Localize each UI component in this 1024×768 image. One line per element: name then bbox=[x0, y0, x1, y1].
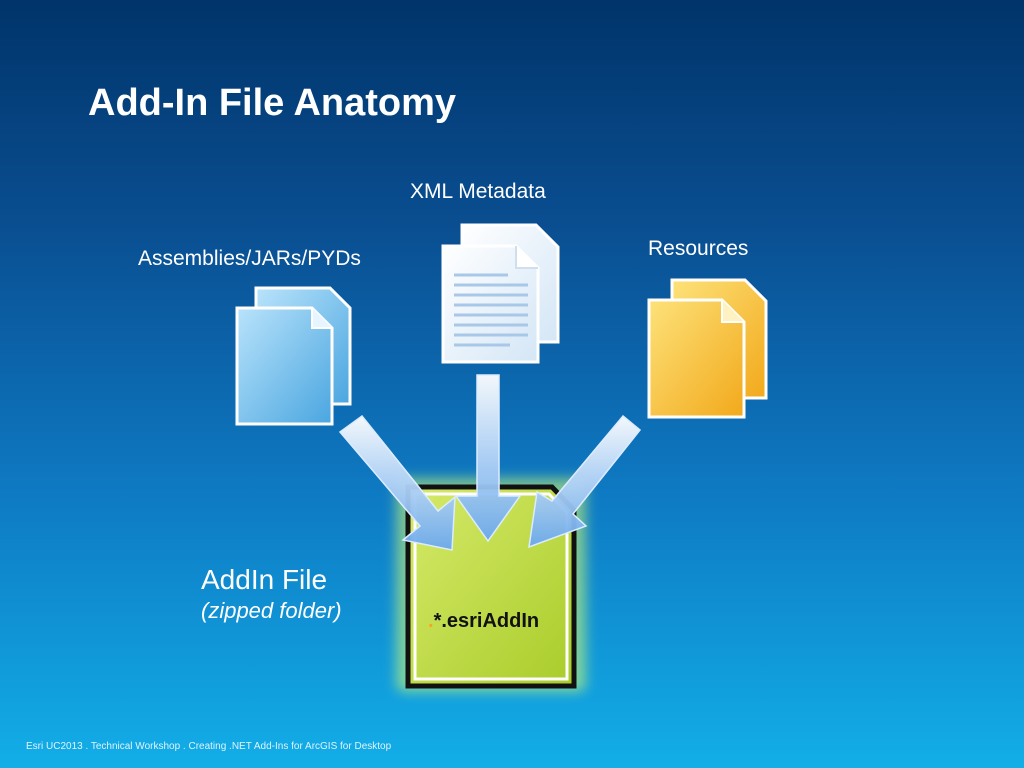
arrow-from-resources bbox=[528, 414, 642, 549]
resources-label: Resources bbox=[648, 237, 749, 260]
addin-file-caption: AddIn File (zipped folder) bbox=[201, 564, 342, 624]
slide-footer: Esri UC2013 . Technical Workshop . Creat… bbox=[26, 741, 392, 752]
text-document-stack-icon bbox=[441, 223, 560, 364]
extension-text: *.esriAddIn bbox=[433, 610, 540, 632]
addin-file-subtitle: (zipped folder) bbox=[201, 598, 342, 623]
addin-file-title: AddIn File bbox=[201, 564, 328, 595]
assemblies-label: Assemblies/JARs/PYDs bbox=[138, 247, 361, 270]
yellow-document-stack-icon bbox=[647, 278, 768, 419]
arrow-from-xml bbox=[454, 374, 522, 543]
xml-metadata-label: XML Metadata bbox=[410, 180, 546, 203]
blue-document-stack-icon bbox=[235, 286, 352, 426]
arrow-from-assemblies bbox=[338, 414, 456, 551]
extension-dot: . bbox=[428, 610, 434, 632]
addin-extension-label: .*.esriAddIn bbox=[428, 610, 539, 633]
slide-title: Add-In File Anatomy bbox=[88, 82, 457, 124]
